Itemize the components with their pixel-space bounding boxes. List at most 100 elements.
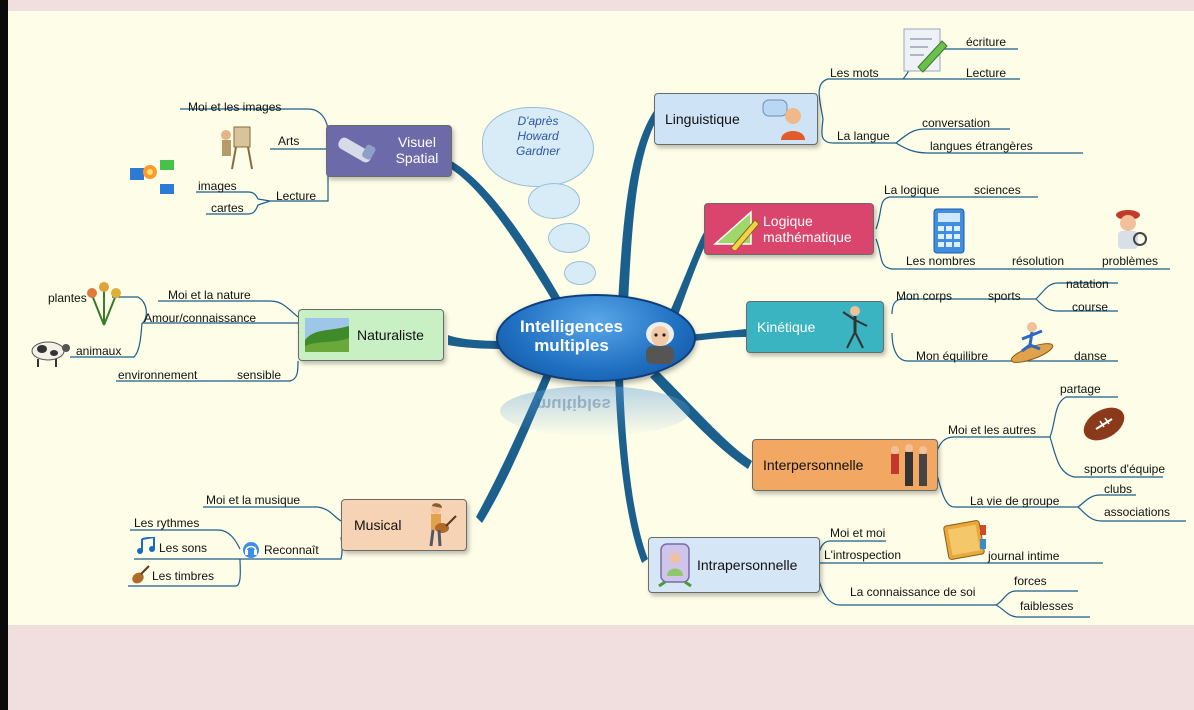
node-linguistique[interactable]: Linguistique [654,93,818,145]
logique-la-logique[interactable]: La logique [884,183,940,197]
center-title: Intelligences multiples [514,317,629,355]
interpersonnelle-associations[interactable]: associations [1104,505,1171,519]
linguistique-les-mots[interactable]: Les mots [830,66,879,80]
violin-icon [132,565,150,584]
visuel-cartes[interactable]: cartes [211,201,244,215]
node-visuel-spatial[interactable]: Visuel Spatial [326,125,452,177]
reflection-text: multiples [536,395,611,414]
logique-sciences[interactable]: sciences [974,183,1021,197]
athlete-icon [842,306,868,349]
intrapersonnelle-title: Intrapersonnelle [697,557,798,573]
intrapersonnelle-introspection[interactable]: L'introspection [824,548,902,562]
painter-icon [221,126,253,170]
naturaliste-animaux[interactable]: animaux [76,344,122,358]
linguistique-langues-etrangeres[interactable]: langues étrangères [930,139,1033,153]
football-icon [1083,407,1125,441]
headphones-icon [243,542,259,558]
kinetique-mon-corps[interactable]: Mon corps [896,289,953,303]
naturaliste-title: Naturaliste [357,327,424,343]
interpersonnelle-partage[interactable]: partage [1060,382,1101,396]
thought-bubble-small-2 [548,223,590,253]
intrapersonnelle-forces[interactable]: forces [1014,574,1047,588]
mirror-person-icon [658,543,692,588]
intrapersonnelle-connaissance-soi[interactable]: La connaissance de soi [850,585,976,599]
flowchart-icon [130,160,174,194]
center-node-reflection: multiples [500,386,690,436]
kinetique-natation[interactable]: natation [1066,277,1109,291]
cow-icon [31,341,70,367]
interpersonnelle-sports-equipe[interactable]: sports d'équipe [1084,462,1166,476]
kinetique-sports[interactable]: sports [988,289,1021,303]
node-naturaliste[interactable]: Naturaliste [298,309,444,361]
naturaliste-plantes[interactable]: plantes [48,291,87,305]
intrapersonnelle-journal-intime[interactable]: journal intime [988,549,1060,563]
visuel-images[interactable]: images [198,179,237,193]
linguistique-conversation[interactable]: conversation [922,116,991,130]
geometry-pencil-icon [713,210,759,250]
center-title-line2: multiples [534,336,609,355]
logique-les-nombres[interactable]: Les nombres [906,254,976,268]
group-people-icon [891,444,927,486]
logique-title-2: mathématique [763,229,852,245]
center-node[interactable]: Intelligences multiples [496,294,696,382]
thought-bubble-small-1 [528,183,580,219]
linguistique-la-langue[interactable]: La langue [837,129,890,143]
journal-book-icon [943,520,986,560]
thought-line2: Howard [517,129,559,143]
node-kinetique[interactable]: Kinétique [746,301,884,353]
visuel-arts[interactable]: Arts [278,134,300,148]
node-musical[interactable]: Musical [341,499,467,551]
calculator-icon [933,208,965,254]
visuel-lecture[interactable]: Lecture [276,189,317,203]
interpersonnelle-vie-groupe[interactable]: La vie de groupe [970,494,1060,508]
musical-les-sons[interactable]: Les sons [159,541,208,555]
musical-les-timbres[interactable]: Les timbres [152,569,215,583]
linguistique-title: Linguistique [665,111,740,127]
telescope-icon [338,137,376,163]
einstein-icon [646,322,674,364]
mindmap-canvas: multiples Intelligences multiples D'aprè… [8,11,1194,625]
node-intrapersonnelle[interactable]: Intrapersonnelle [648,537,820,593]
surfer-icon [1010,322,1054,363]
notepad-pencil-icon [903,28,948,73]
thought-line1: D'après [517,114,559,128]
kinetique-mon-equilibre[interactable]: Mon équilibre [916,349,989,363]
musical-title: Musical [354,517,402,533]
kinetique-danse[interactable]: danse [1074,349,1107,363]
musical-rythmes[interactable]: Les rythmes [134,516,200,530]
center-title-line1: Intelligences [520,317,623,336]
landscape-icon [305,318,349,352]
logique-title-1: Logique [763,213,813,229]
naturaliste-sensible[interactable]: sensible [237,368,282,382]
musical-moi-musique[interactable]: Moi et la musique [206,493,301,507]
interpersonnelle-clubs[interactable]: clubs [1104,482,1133,496]
intrapersonnelle-faiblesses[interactable]: faiblesses [1020,599,1074,613]
thought-line3: Gardner [515,144,561,158]
logique-problemes[interactable]: problèmes [1102,254,1159,268]
kinetique-title: Kinétique [757,319,816,335]
left-frame-border [0,0,8,710]
naturaliste-amour-connaissance[interactable]: Amour/connaissance [144,311,257,325]
flowers-icon [87,282,121,326]
linguistique-ecriture[interactable]: écriture [966,35,1007,49]
detective-icon [1116,210,1147,249]
visuel-title-1: Visuel [398,134,436,150]
naturaliste-moi-nature[interactable]: Moi et la nature [168,288,251,302]
thought-bubble-small-3 [564,261,596,285]
interpersonnelle-title: Interpersonnelle [763,457,864,473]
visuel-title-2: Spatial [395,150,439,166]
node-logique-mathematique[interactable]: Logique mathématique [704,203,874,255]
logique-resolution[interactable]: résolution [1012,254,1065,268]
person-speech-icon [762,99,805,140]
intrapersonnelle-moi-moi[interactable]: Moi et moi [830,526,886,540]
music-note-icon [137,537,155,554]
visuel-moi-images[interactable]: Moi et les images [188,100,282,114]
interpersonnelle-moi-autres[interactable]: Moi et les autres [948,423,1037,437]
kinetique-course[interactable]: course [1072,300,1109,314]
guitarist-icon [429,503,457,547]
node-interpersonnelle[interactable]: Interpersonnelle [752,439,938,491]
musical-reconnait[interactable]: Reconnaît [264,543,319,557]
linguistique-lecture[interactable]: Lecture [966,66,1007,80]
naturaliste-environnement[interactable]: environnement [118,368,198,382]
thought-bubble: D'après Howard Gardner [482,107,594,187]
